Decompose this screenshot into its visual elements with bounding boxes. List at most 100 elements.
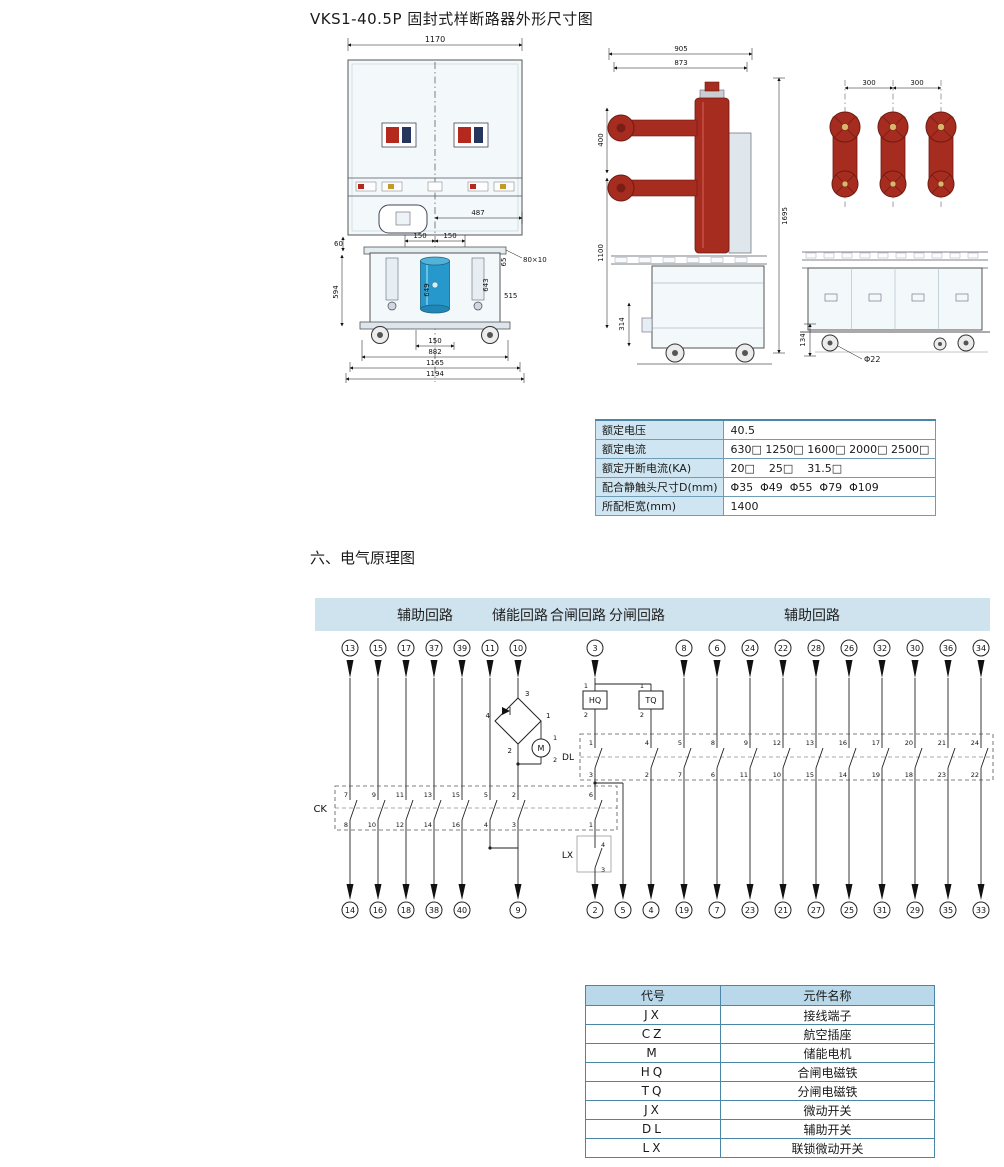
wire-line (749, 747, 758, 769)
wire-number: 14 (839, 771, 847, 779)
terminal-circle (675, 639, 693, 657)
pole-insulator (694, 81, 730, 254)
spec-label: 额定开断电流(KA) (594, 458, 725, 478)
arrow-down-icon (944, 884, 952, 900)
lx-block (576, 835, 612, 873)
terminal-number: 18 (401, 906, 411, 915)
side-chassis (651, 265, 765, 349)
wire-number: 6 (711, 771, 715, 779)
component-name: 辅助开关 (720, 1119, 935, 1139)
wire-number: 20 (905, 739, 913, 747)
wire-line (349, 799, 358, 821)
arrow-down-icon (458, 884, 466, 900)
wire-number: 12 (773, 739, 781, 747)
arrow-down-icon (779, 884, 787, 900)
arrow-down-icon (713, 884, 721, 900)
hq-label: HQ (589, 696, 601, 705)
arrow-down-icon (430, 660, 438, 678)
wire-number: 3 (589, 771, 593, 779)
dim-label: 314 (618, 317, 626, 331)
section-title: 六、电气原理图 (310, 549, 416, 567)
terminal-number: 24 (745, 644, 755, 653)
handle (955, 293, 969, 302)
spec-value: 20□ 25□ 31.5□ (723, 458, 937, 478)
arrow-down-icon (374, 660, 382, 678)
right-post (471, 257, 485, 301)
dim-label: 515 (504, 292, 517, 300)
terminal-circle (481, 639, 499, 657)
wire-number: 15 (806, 771, 814, 779)
circuit-header: 合闸回路 (550, 608, 606, 624)
terminal-circle (774, 639, 792, 657)
arrow-down-icon (374, 884, 382, 900)
terminal-circle (807, 639, 825, 657)
spec-value: 630□ 1250□ 1600□ 2000□ 2500□ (723, 439, 937, 459)
terminal-circle (939, 639, 957, 657)
wire-number: 19 (872, 771, 880, 779)
arrow-down-icon (346, 884, 354, 900)
wire-number: 16 (839, 739, 847, 747)
arrow-down-icon (430, 884, 438, 900)
terminal-circle (840, 901, 858, 919)
arrow-down-icon (591, 884, 599, 900)
terminal-number: 39 (457, 644, 467, 653)
ck-label: CK (313, 804, 327, 815)
terminal-number: 31 (877, 906, 887, 915)
rear-view-drawing: 300 300 (799, 79, 990, 362)
component-table-header: 代号 (585, 985, 721, 1006)
bolt (387, 301, 397, 311)
terminal-number: 23 (745, 906, 755, 915)
spec-label: 额定电流 (594, 439, 725, 459)
terminal-circle (741, 639, 759, 657)
terminal-circle (840, 639, 858, 657)
dim-label: 873 (674, 59, 687, 67)
terminal-circle (369, 639, 387, 657)
wheels (821, 334, 975, 352)
arrow-down-icon (878, 660, 886, 678)
lx-label: LX (562, 851, 573, 861)
wire-line (914, 747, 923, 769)
terminal-number: 8 (681, 644, 686, 653)
spring-cylinder (420, 256, 450, 314)
rail-band (802, 251, 988, 269)
rail-band (611, 255, 767, 265)
tq-label: TQ (644, 696, 656, 705)
motor-label: M (538, 744, 545, 753)
component-name: 微动开关 (720, 1100, 935, 1120)
terminal-number: 33 (976, 906, 986, 915)
terminal-circle (453, 639, 471, 657)
circuit-header: 辅助回路 (784, 608, 840, 624)
terminal-number: 6 (714, 644, 719, 653)
wire-number: 3 (512, 821, 516, 829)
component-code: M (585, 1043, 721, 1063)
wire-number: 2 (508, 747, 512, 755)
wire-number: 4 (645, 739, 649, 747)
terminal-circle (341, 901, 359, 919)
component-code: LX (585, 1138, 721, 1158)
wire-number: 1 (589, 821, 593, 829)
dim-label: 400 (597, 133, 605, 146)
terminal-circle (614, 901, 632, 919)
component-code: TQ (585, 1081, 721, 1101)
wire-line (650, 747, 659, 769)
dl-block (579, 733, 994, 781)
dim-label: Φ22 (864, 355, 880, 362)
dim-label: 1165 (426, 359, 444, 367)
terminal-circle (906, 639, 924, 657)
wire-number: 4 (484, 821, 488, 829)
wheels (665, 343, 755, 363)
page-title: VKS1-40.5P 固封式样断路器外形尺寸图 (310, 10, 594, 28)
terminal-circle (397, 639, 415, 657)
component-name: 储能电机 (720, 1043, 935, 1063)
terminal-circle (708, 901, 726, 919)
terminal-circle (708, 639, 726, 657)
terminal-circle (425, 901, 443, 919)
wire-number: 3 (525, 690, 529, 698)
terminal-number: 29 (910, 906, 920, 915)
wire-line (980, 747, 989, 769)
side-view-drawing: 905 873 1695 400 1100 551 314 (597, 45, 789, 365)
